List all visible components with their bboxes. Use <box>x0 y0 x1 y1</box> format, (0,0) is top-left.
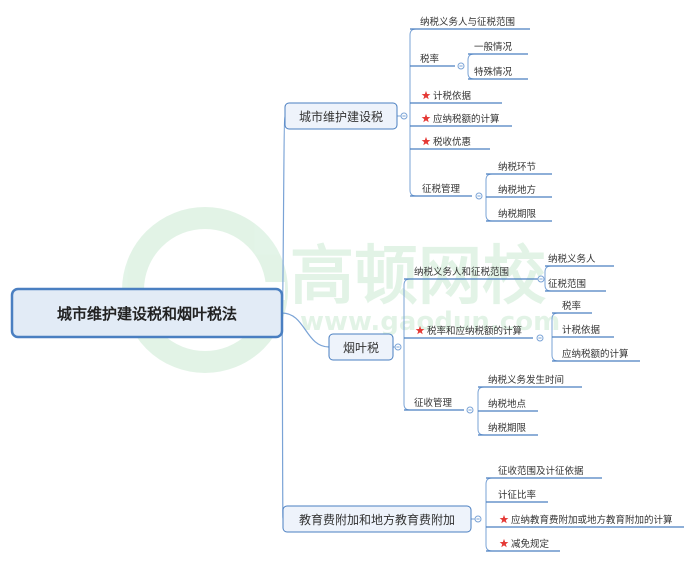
branch-node-tobacco-tax[interactable]: 烟叶税 <box>328 333 394 361</box>
topic-node[interactable]: 减免规定 <box>499 538 550 550</box>
topic-label: 税收优惠 <box>433 136 471 148</box>
leaf-label[interactable]: 纳税环节 <box>498 161 536 173</box>
topic-node[interactable]: 应纳税额的计算 <box>421 113 500 125</box>
star-icon <box>421 136 431 146</box>
bracket-connector <box>485 477 493 552</box>
branch-label: 教育费附加和地方教育费附加 <box>299 512 455 527</box>
topic-node[interactable]: 征收管理 <box>414 397 453 409</box>
topic-node[interactable]: 税率 <box>420 53 440 65</box>
collapse-toggle-icon[interactable] <box>537 275 545 283</box>
branch-node-education-surcharge[interactable]: 教育费附加和地方教育费附加 <box>282 505 472 533</box>
topic-label: 征收范围及计征依据 <box>498 465 584 477</box>
collapse-toggle-icon[interactable] <box>475 192 483 200</box>
leaf-label[interactable]: 应纳税额的计算 <box>562 348 629 360</box>
leaf-label[interactable]: 纳税期限 <box>498 208 537 220</box>
topic-label: 纳税义务人与征税范围 <box>420 16 515 28</box>
topic-node[interactable]: 计税依据 <box>421 90 472 102</box>
leaf-label[interactable]: 纳税义务人 <box>548 253 596 265</box>
topic-label: 税率 <box>420 53 440 65</box>
collapse-toggle-icon[interactable] <box>466 406 474 414</box>
watermark-brand: 高顿网校 <box>290 240 546 314</box>
star-icon <box>421 90 431 100</box>
star-icon <box>415 325 425 335</box>
leaf-label[interactable]: 税率 <box>562 300 582 312</box>
star-icon <box>499 514 509 524</box>
leaf-label[interactable]: 纳税地方 <box>498 184 536 196</box>
topic-label: 应纳税额的计算 <box>433 113 500 125</box>
watermark-url: www.gaodun.com <box>300 307 560 337</box>
leaf-label[interactable]: 纳税地点 <box>488 398 527 410</box>
leaf-label[interactable]: 纳税义务发生时间 <box>488 374 564 386</box>
topic-label: 征收管理 <box>414 397 453 409</box>
collapse-toggle-icon[interactable] <box>400 112 408 120</box>
topic-label: 减免规定 <box>511 538 550 550</box>
topic-label: 应纳教育费附加或地方教育附加的计算 <box>511 514 673 526</box>
collapse-toggle-icon[interactable] <box>536 334 544 342</box>
leaf-label[interactable]: 纳税期限 <box>488 422 527 434</box>
leaf-label[interactable]: 一般情况 <box>474 41 513 53</box>
topic-node[interactable]: 应纳教育费附加或地方教育附加的计算 <box>499 514 673 526</box>
leaf-label[interactable]: 征税范围 <box>548 278 586 290</box>
star-icon <box>421 113 431 123</box>
branch-label: 城市维护建设税 <box>299 109 383 124</box>
root-node[interactable]: 城市维护建设税和烟叶税法 <box>10 287 284 339</box>
topic-node[interactable]: 征收范围及计征依据 <box>498 465 584 477</box>
topic-label: 税率和应纳税额的计算 <box>427 325 522 337</box>
leaf-label[interactable]: 特殊情况 <box>474 66 513 78</box>
topic-label: 征税管理 <box>422 183 461 195</box>
branch-label: 烟叶税 <box>343 341 379 355</box>
leaf-label[interactable]: 计税依据 <box>562 324 601 336</box>
collapse-toggle-icon[interactable] <box>457 62 465 70</box>
topic-label: 计税依据 <box>433 90 472 102</box>
topic-node[interactable]: 纳税义务人和征税范围 <box>414 266 509 278</box>
topic-node[interactable]: 计征比率 <box>498 489 537 501</box>
topic-node[interactable]: 税率和应纳税额的计算 <box>415 325 522 337</box>
root-label: 城市维护建设税和烟叶税法 <box>57 305 237 323</box>
watermark: 高顿网校 www.gaodun.com <box>122 207 560 373</box>
star-icon <box>499 538 509 548</box>
bracket-connector <box>409 28 417 197</box>
branch-node-urban-tax[interactable]: 城市维护建设税 <box>284 102 398 130</box>
topic-node[interactable]: 纳税义务人与征税范围 <box>420 16 515 28</box>
topic-label: 计征比率 <box>498 489 537 501</box>
topic-node[interactable]: 税收优惠 <box>421 136 471 148</box>
collapse-toggle-icon[interactable] <box>394 343 402 351</box>
topic-node[interactable]: 征税管理 <box>422 183 461 195</box>
connector <box>281 312 284 520</box>
collapse-toggle-icon[interactable] <box>474 515 482 523</box>
connector <box>281 312 330 348</box>
topic-label: 纳税义务人和征税范围 <box>414 266 509 278</box>
